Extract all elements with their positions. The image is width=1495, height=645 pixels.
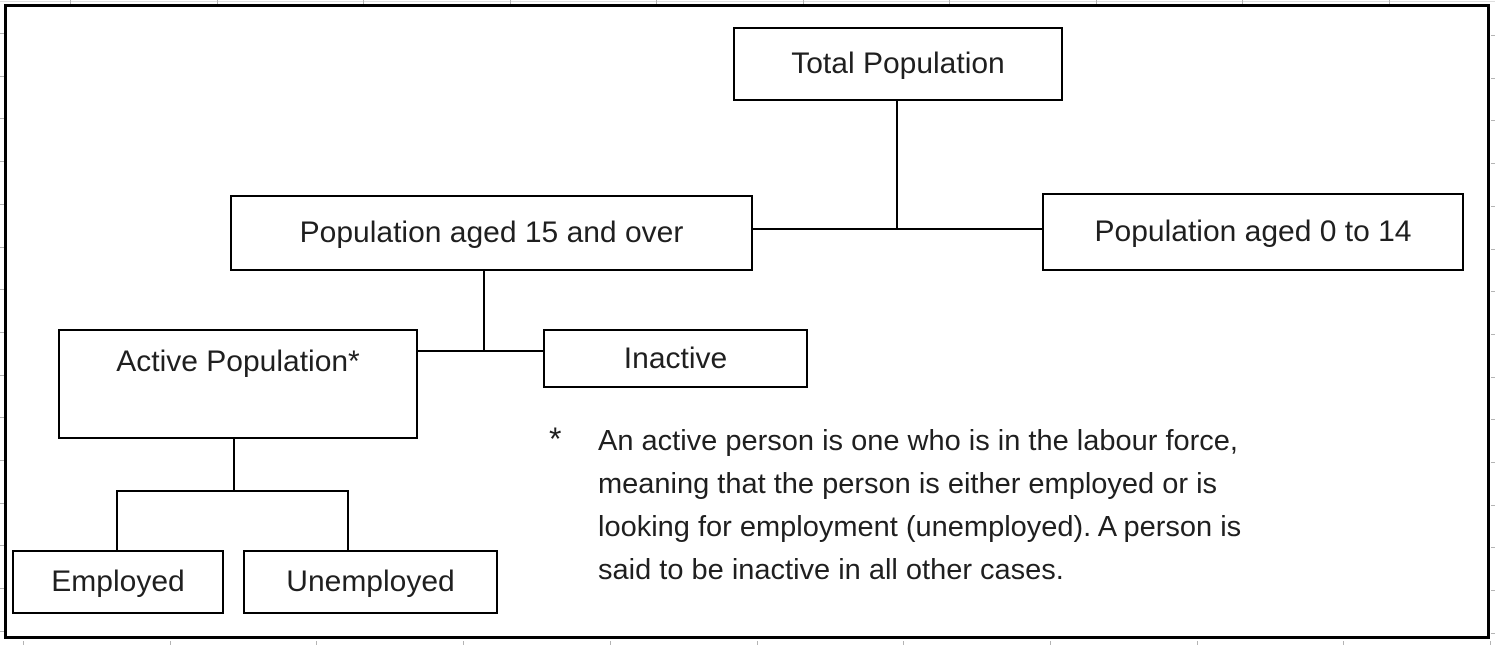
node-active-population: Active Population*	[58, 329, 418, 439]
node-population-15-and-over-label: Population aged 15 and over	[299, 216, 684, 249]
gridline-tick	[0, 247, 4, 248]
node-population-15-and-over: Population aged 15 and over	[230, 195, 753, 271]
node-total-population-label: Total Population	[791, 47, 1005, 80]
gridline-tick	[0, 631, 4, 632]
gridline-tick	[463, 641, 464, 645]
gridline-tick	[0, 204, 4, 205]
node-unemployed: Unemployed	[243, 550, 498, 614]
connector-total-down	[896, 100, 898, 230]
gridline-tick	[170, 641, 171, 645]
gridline-tick	[1491, 377, 1495, 378]
gridline-tick	[217, 0, 218, 7]
gridline-tick	[1242, 0, 1243, 7]
gridline-tick	[1490, 641, 1491, 645]
gridline-tick	[0, 161, 4, 162]
gridline-tick	[1491, 419, 1495, 420]
gridline-tick	[1389, 0, 1390, 7]
node-active-population-label: Active Population*	[116, 345, 360, 378]
gridline-tick	[1491, 547, 1495, 548]
node-employed-label: Employed	[51, 565, 185, 598]
gridline-tick	[949, 0, 950, 7]
footnote-line: said to be inactive in all other cases.	[598, 554, 1064, 586]
gridline-tick	[0, 588, 4, 589]
connector-bracket-horizontal	[116, 490, 349, 492]
gridline-tick	[610, 641, 611, 645]
gridline-tick	[0, 332, 4, 333]
connector-pop15over-down	[483, 270, 485, 352]
gridline-tick	[1491, 35, 1495, 36]
gridline-tick	[1491, 120, 1495, 121]
gridline-tick	[1491, 163, 1495, 164]
gridline-tick	[0, 460, 4, 461]
gridline-tick	[0, 289, 4, 290]
node-unemployed-label: Unemployed	[286, 565, 455, 598]
gridline-tick	[23, 641, 24, 645]
gridline-top	[0, 1, 1495, 2]
gridline-tick	[0, 417, 4, 418]
gridline-tick	[903, 641, 904, 645]
footnote-line: meaning that the person is either employ…	[598, 468, 1218, 500]
node-employed: Employed	[12, 550, 224, 614]
gridline-tick	[757, 641, 758, 645]
footnote-line: An active person is one who is in the la…	[598, 425, 1238, 457]
gridline-tick	[70, 0, 71, 7]
gridline-tick	[1491, 334, 1495, 335]
node-population-0-to-14: Population aged 0 to 14	[1042, 193, 1464, 271]
footnote-text: An active person is one who is in the la…	[598, 420, 1241, 592]
gridline-tick	[0, 545, 4, 546]
connector-active-down	[233, 438, 235, 492]
node-total-population: Total Population	[733, 27, 1063, 101]
gridline-tick	[656, 0, 657, 7]
gridline-tick	[1096, 0, 1097, 7]
diagram-frame	[4, 4, 1490, 639]
node-population-0-to-14-label: Population aged 0 to 14	[1094, 215, 1412, 248]
footnote-marker: *	[549, 421, 562, 457]
gridline-tick	[1197, 641, 1198, 645]
gridline-tick	[1491, 206, 1495, 207]
gridline-tick	[1491, 249, 1495, 250]
node-inactive-label: Inactive	[623, 341, 728, 375]
gridline-tick	[1491, 291, 1495, 292]
footnote-line: looking for employment (unemployed). A p…	[598, 511, 1242, 543]
gridline-tick	[0, 118, 4, 119]
connector-unemployed-drop	[347, 490, 349, 551]
node-inactive: Inactive	[543, 329, 808, 388]
connector-row2-horizontal	[752, 228, 1042, 230]
gridline-tick	[1491, 505, 1495, 506]
connector-employed-drop	[116, 490, 118, 551]
gridline-tick	[803, 0, 804, 7]
connector-row3-horizontal	[417, 350, 543, 352]
gridline-tick	[1491, 462, 1495, 463]
gridline-tick	[1491, 590, 1495, 591]
gridline-tick	[1491, 633, 1495, 634]
gridline-tick	[0, 375, 4, 376]
gridline-tick	[1491, 78, 1495, 79]
gridline-tick	[316, 641, 317, 645]
gridline-tick	[0, 76, 4, 77]
gridline-tick	[0, 33, 4, 34]
gridline-tick	[1050, 641, 1051, 645]
gridline-tick	[363, 0, 364, 7]
gridline-tick	[510, 0, 511, 7]
gridline-tick	[0, 503, 4, 504]
gridline-tick	[1343, 641, 1344, 645]
